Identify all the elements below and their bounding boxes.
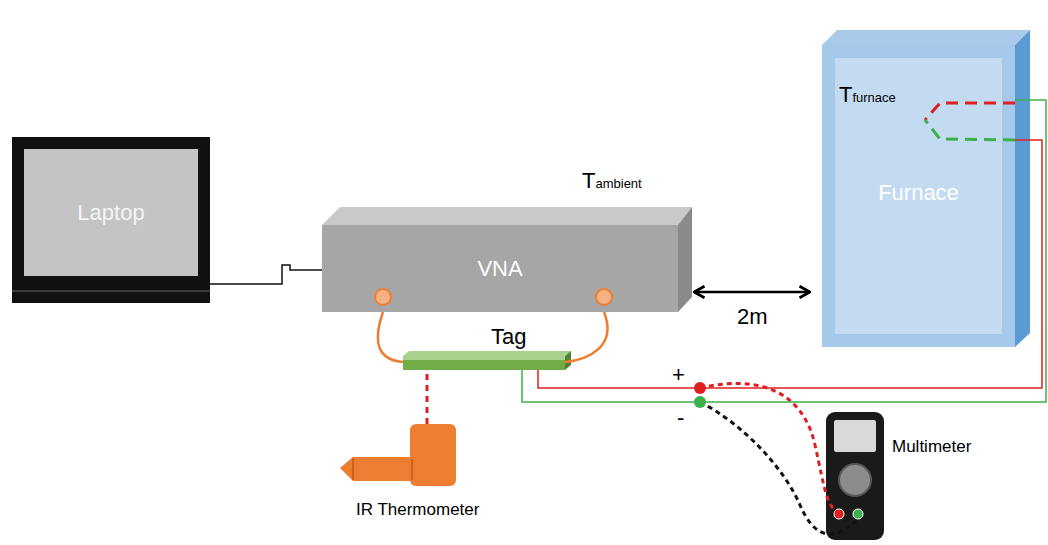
- rf-cable: [565, 312, 608, 362]
- red-probe-lead: [700, 383, 839, 514]
- rf-cable: [378, 312, 403, 362]
- device-label: VNA: [477, 256, 522, 281]
- negative-terminal: [694, 396, 706, 408]
- ir-thermometer: [340, 424, 456, 486]
- data-cable: [210, 265, 322, 284]
- vna-port: [375, 289, 391, 305]
- positive-terminal: [694, 382, 706, 394]
- laptop-base: [12, 288, 210, 303]
- device-label: Furnace: [835, 180, 1002, 205]
- vna-port: [596, 289, 612, 305]
- laptop-hinge: [12, 291, 210, 292]
- furnace-top: [822, 30, 1030, 45]
- temperature-label: Tfurnace: [839, 82, 896, 107]
- vna-side: [678, 207, 692, 312]
- terminal-sign: -: [677, 405, 684, 430]
- edge-label: 2m: [737, 304, 768, 329]
- terminal-sign: +: [672, 362, 685, 387]
- device-label: Laptop: [77, 200, 144, 225]
- thermocouple-lead: [925, 103, 1015, 120]
- thermocouple-lead: [925, 120, 1015, 140]
- instrument-label: IR Thermometer: [356, 500, 479, 520]
- furnace-side: [1015, 30, 1030, 347]
- device-label: Tag: [491, 324, 526, 349]
- ir-beam: [426, 374, 429, 425]
- laptop-screen: Laptop: [12, 137, 210, 288]
- vna-top: [322, 207, 692, 225]
- black-probe-lead: [700, 402, 858, 534]
- distance-arrow: [694, 291, 810, 294]
- furnace-box: TfurnaceFurnace: [822, 45, 1015, 347]
- instrument-label: Multimeter: [892, 437, 971, 457]
- temperature-label: Tambient: [582, 168, 642, 193]
- tag-bar: Tag: [403, 356, 565, 370]
